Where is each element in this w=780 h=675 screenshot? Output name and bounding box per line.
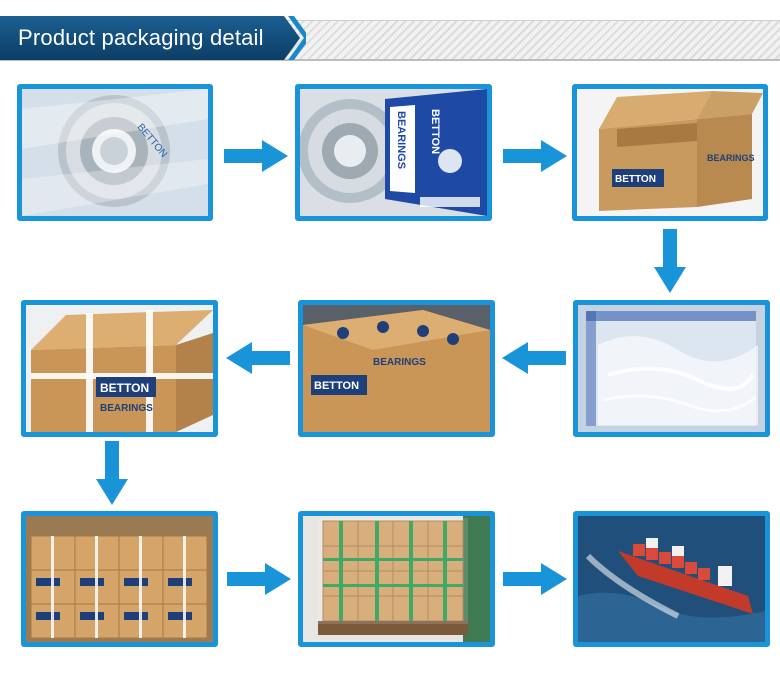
photo-strapped-carton: BETTON BEARINGS — [21, 300, 218, 437]
sealed-brand: BETTON — [314, 380, 359, 392]
photo-stacked-cartons — [21, 511, 218, 647]
photo-open-carton: BETTON BEARINGS — [572, 84, 768, 221]
photo-carton-with-plastic-liner — [573, 300, 770, 437]
box-label: BEARINGS — [395, 111, 407, 169]
section-header: Product packaging detail — [0, 16, 780, 62]
arrow-down-icon — [654, 229, 686, 293]
carton-brand: BETTON — [615, 174, 656, 185]
photo-container-ship — [573, 511, 770, 647]
header-tab — [0, 16, 300, 60]
strapped-label: BEARINGS — [100, 403, 153, 414]
box-brand: BETTON — [429, 109, 441, 154]
arrow-right-icon — [227, 563, 291, 595]
strapped-brand: BETTON — [100, 381, 149, 395]
page-title: Product packaging detail — [18, 25, 264, 50]
arrow-right-icon — [224, 140, 288, 172]
photo-bearing-in-branded-box: BEARINGS BETTON — [295, 84, 492, 221]
photo-sealed-carton: BEARINGS BETTON — [298, 300, 495, 437]
photo-pallet-wrapped — [298, 511, 495, 647]
photo-bearing-in-plastic-bag: BETTON — [17, 84, 213, 221]
sealed-label: BEARINGS — [373, 357, 426, 368]
carton-label: BEARINGS — [707, 153, 755, 163]
arrow-left-icon — [502, 342, 566, 374]
arrow-right-icon — [503, 140, 567, 172]
arrow-left-icon — [226, 342, 290, 374]
arrow-down-icon — [96, 441, 128, 505]
arrow-right-icon — [503, 563, 567, 595]
